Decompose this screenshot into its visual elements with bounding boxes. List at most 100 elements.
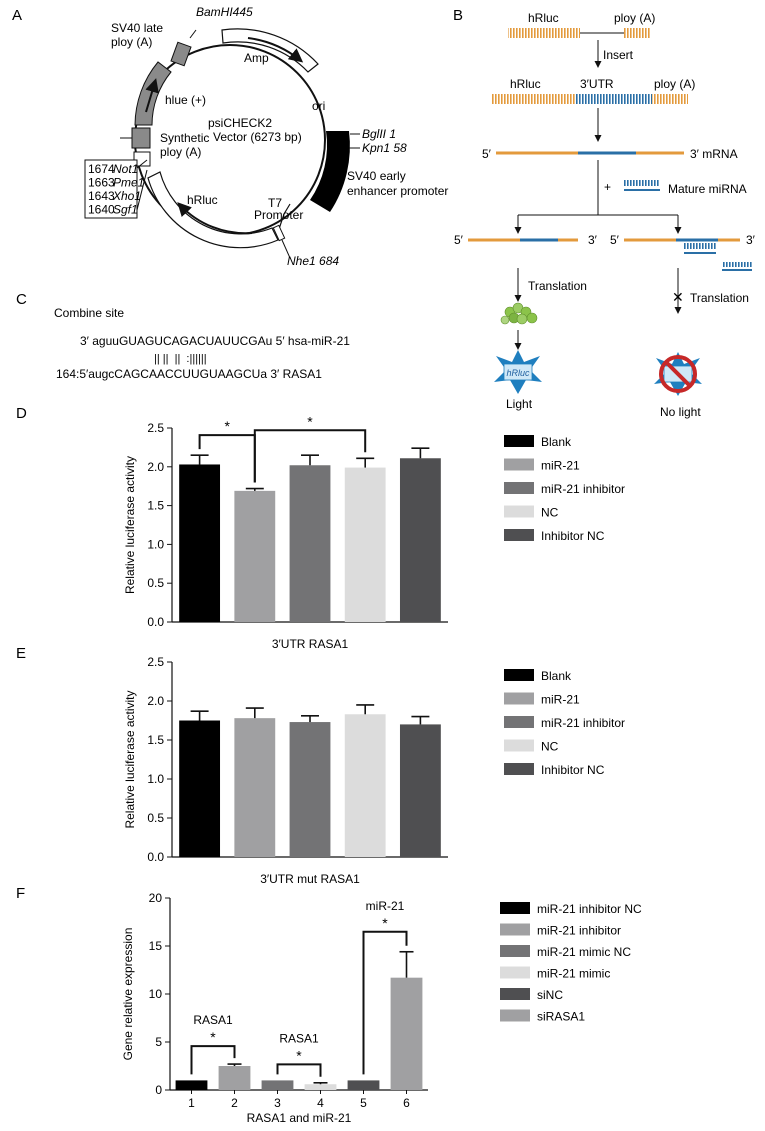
site-enzyme: Pme1: [113, 176, 144, 190]
legend-label: miR-21 inhibitor: [537, 924, 621, 938]
legend-label: miR-21: [541, 459, 580, 473]
amp-segment: [221, 28, 319, 73]
construct2-hrluc-label: hRluc: [510, 77, 541, 91]
y-tick-label: 10: [149, 987, 163, 1001]
legend-swatch: [500, 966, 530, 979]
construct-hrluc-label: hRluc: [528, 11, 559, 25]
no-light-icon: [654, 352, 702, 396]
panel-c-letter: C: [16, 291, 27, 308]
y-axis-label: Relative luciferase activity: [123, 456, 137, 594]
legend-label: siRASA1: [537, 1010, 585, 1024]
construct-polya-label: ploy (A): [614, 11, 655, 25]
left-5-label: 5′: [454, 233, 464, 247]
group-label: miR-21: [366, 899, 405, 913]
y-axis-label: Relative luciferase activity: [123, 690, 137, 828]
group-label: RASA1: [193, 1013, 233, 1027]
y-tick-label: 0: [155, 1083, 162, 1097]
translation-right-label: Translation: [690, 291, 749, 305]
legend-swatch: [500, 988, 530, 1000]
panel-f-letter: F: [16, 885, 25, 902]
y-tick-label: 2.0: [147, 460, 164, 474]
legend-label: Inhibitor NC: [541, 529, 605, 543]
bound-mirna-icon: [684, 243, 752, 271]
hrluc-label: hRluc: [187, 193, 218, 207]
y-tick-label: 20: [149, 891, 163, 905]
legend-label: Blank: [541, 669, 572, 683]
sv40-early-label-1: SV40 early: [347, 169, 406, 183]
site-enzyme: Sgf1: [113, 203, 138, 217]
plus-sign: +: [604, 180, 611, 194]
mature-mirna-label: Mature miRNA: [668, 182, 747, 196]
bam-tick: [189, 29, 197, 39]
right-5-label: 5′: [610, 233, 620, 247]
sv40-late-label-2: ploy (A): [111, 35, 152, 49]
sv40-promoter-segment: [310, 131, 350, 212]
polya-1: [624, 28, 650, 38]
nhe-site-box: [272, 224, 286, 242]
x-axis-label: 3′UTR mut RASA1: [260, 872, 360, 886]
y-tick-label: 1.0: [147, 537, 164, 551]
site-connector-2: [136, 169, 148, 211]
bar: [179, 720, 221, 857]
legend-label: Blank: [541, 435, 572, 449]
legend-label: miR-21 inhibitor: [541, 482, 625, 496]
bar: [344, 467, 386, 622]
legend-swatch: [504, 716, 534, 728]
bar: [390, 977, 423, 1090]
legend-swatch: [504, 529, 534, 541]
legend-swatch: [504, 435, 534, 447]
pairing-marks: || || || :||||||: [154, 353, 207, 365]
significance-star: *: [210, 1029, 216, 1045]
site-position: 1674: [88, 162, 115, 176]
y-axis-label: Gene relative expression: [121, 928, 135, 1061]
light-label: Light: [506, 397, 533, 411]
panel-e-letter: E: [16, 645, 26, 662]
legend-label: miR-21 mimic: [537, 967, 610, 981]
x-axis-label: RASA1 and miR-21: [247, 1111, 352, 1125]
sv40-late-polya-box: [170, 41, 192, 67]
nhe-label: Nhe1 684: [287, 254, 339, 268]
x-tick-label: 2: [231, 1096, 238, 1110]
site-position: 1643: [88, 189, 115, 203]
y-tick-label: 2.0: [147, 694, 164, 708]
hrluc-direction-arrow: [177, 202, 253, 235]
significance-star: *: [382, 915, 388, 931]
significance-bracket: [362, 930, 408, 1075]
legend-label: miR-21: [541, 693, 580, 707]
legend-label: siNC: [537, 988, 563, 1002]
hrluc-gene-1: [508, 28, 580, 38]
x-tick-label: 5: [360, 1096, 367, 1110]
rasa1-sequence: 164:5′augcCAGCAACCUUGUAAGCUa 3′ RASA1: [56, 367, 322, 381]
bar: [175, 1080, 208, 1090]
legend-swatch: [504, 763, 534, 775]
x-axis-label: 3′UTR RASA1: [272, 637, 349, 651]
group-label: RASA1: [279, 1031, 319, 1045]
t7-label-2: Promoter: [254, 208, 303, 222]
y-tick-label: 2.5: [147, 421, 164, 435]
legend-swatch: [504, 739, 534, 752]
x-tick-label: 1: [188, 1096, 195, 1110]
y-tick-label: 1.0: [147, 772, 164, 786]
translation-left-label: Translation: [528, 279, 587, 293]
significance-star: *: [307, 413, 313, 429]
legend-swatch: [504, 669, 534, 681]
restriction-site-box: [84, 159, 138, 219]
synthetic-label-1: Synthetic: [160, 131, 209, 145]
x-tick-label: 6: [403, 1096, 410, 1110]
amp-label: Amp: [244, 51, 269, 65]
construct2-polya-label: ploy (A): [654, 77, 695, 91]
sv40-early-label-2: enhancer promoter: [347, 184, 448, 198]
panel-a-letter: A: [12, 7, 22, 24]
y-tick-label: 0.0: [147, 850, 164, 864]
nhe-tick: [281, 239, 291, 259]
bar: [399, 724, 441, 857]
t7-connector: [277, 203, 291, 233]
bar: [289, 465, 331, 622]
mature-mirna-icon: [624, 180, 660, 191]
legend-label: Inhibitor NC: [541, 763, 605, 777]
bar: [289, 722, 331, 857]
insert-label: Insert: [603, 48, 634, 62]
